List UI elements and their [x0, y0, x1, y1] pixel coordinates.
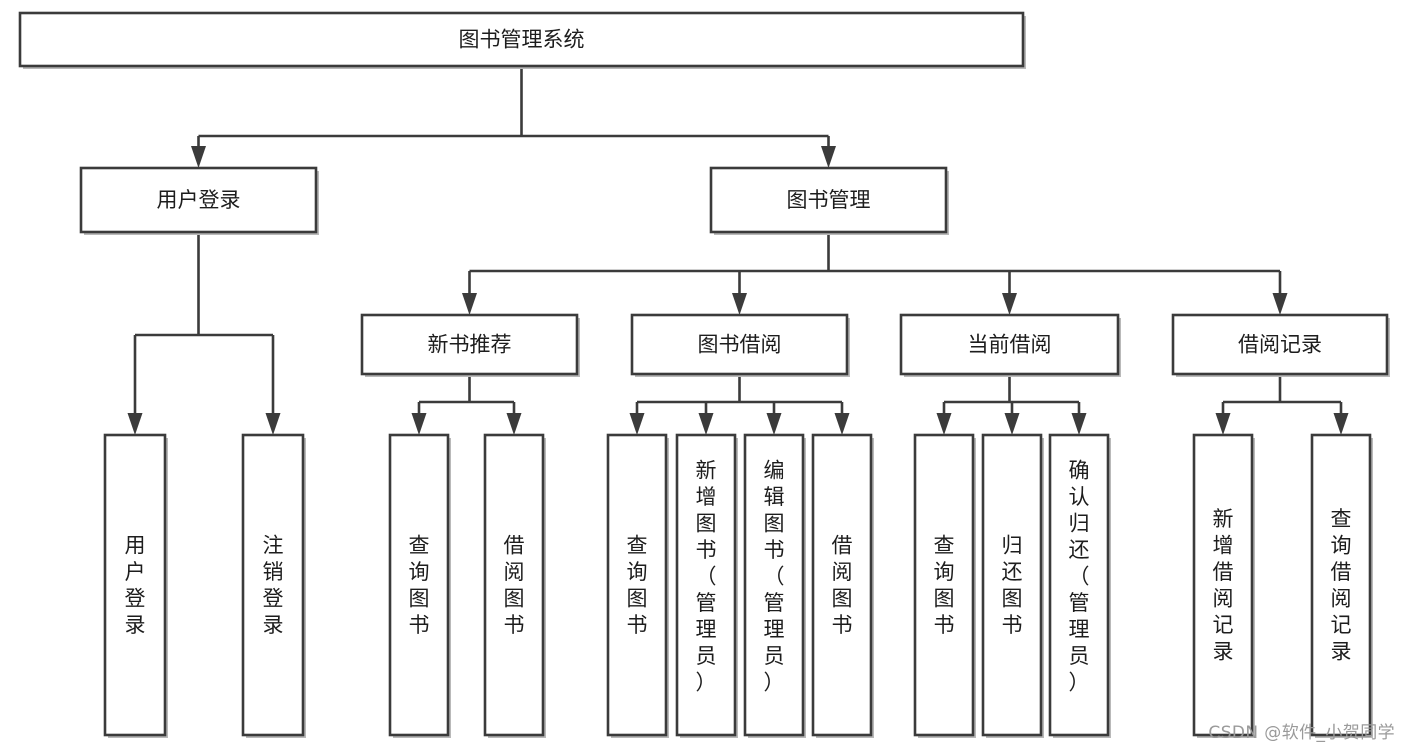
node-box — [79, 166, 318, 234]
node-label: 归还图书 — [1002, 534, 1023, 638]
arrow-head-icon — [766, 413, 782, 435]
diagram-node[interactable]: 图书借阅 — [630, 313, 850, 377]
node-label: 用户登录 — [125, 534, 146, 638]
arrow-head-icon — [1002, 293, 1017, 315]
node-box — [899, 313, 1120, 376]
diagram-node[interactable]: 查询图书 — [388, 433, 451, 738]
arrow-head-icon — [127, 413, 143, 435]
arrow-head-icon — [1004, 413, 1020, 435]
node-label: 注销登录 — [263, 534, 284, 638]
node-label: 借阅图书 — [504, 534, 525, 638]
node-label: 图书管理 — [787, 188, 871, 212]
arrow-head-icon — [506, 413, 522, 435]
diagram-node[interactable]: 新书推荐 — [360, 313, 580, 377]
node-box — [675, 433, 737, 737]
diagram-node[interactable]: 用户登录 — [79, 166, 319, 235]
node-label: 查询图书 — [627, 534, 648, 638]
node-label: 当前借阅 — [968, 333, 1052, 357]
arrow-head-icon — [265, 413, 281, 435]
node-box — [1048, 433, 1110, 737]
node-box — [1171, 313, 1389, 376]
node-label: 用户登录 — [157, 188, 241, 212]
connector-layer — [127, 66, 1349, 435]
arrow-head-icon — [1272, 293, 1288, 315]
node-label: 查询图书 — [934, 534, 955, 638]
arrow-head-icon — [462, 293, 477, 315]
diagram-node[interactable]: 图书管理 — [709, 166, 949, 235]
arrow-head-icon — [936, 413, 952, 435]
node-box — [1310, 433, 1372, 737]
arrow-head-icon — [411, 413, 427, 435]
diagram-node[interactable]: 编辑图书（管理员） — [743, 433, 806, 738]
node-label: 图书借阅 — [698, 333, 782, 357]
diagram-node[interactable]: 新增图书（管理员） — [675, 433, 738, 738]
node-box — [913, 433, 975, 737]
diagram-node[interactable]: 当前借阅 — [899, 313, 1121, 377]
arrow-head-icon — [1333, 413, 1349, 435]
node-label: 查询借阅记录 — [1331, 507, 1352, 664]
node-label: 图书管理系统 — [459, 28, 585, 52]
node-label: 新书推荐 — [428, 333, 512, 357]
diagram-node[interactable]: 借阅图书 — [483, 433, 546, 738]
diagram-node[interactable]: 确认归还（管理员） — [1048, 433, 1111, 738]
node-box — [18, 11, 1025, 68]
arrow-head-icon — [821, 146, 836, 168]
node-box — [606, 433, 668, 737]
node-label: 确认归还（管理员） — [1069, 459, 1090, 695]
node-box — [709, 166, 948, 234]
diagram-node[interactable]: 归还图书 — [981, 433, 1044, 738]
node-label: 编辑图书（管理员） — [764, 459, 785, 695]
diagram-node[interactable]: 新增借阅记录 — [1192, 433, 1255, 738]
diagram-node[interactable]: 查询借阅记录 — [1310, 433, 1373, 738]
node-box — [630, 313, 849, 376]
arrow-head-icon — [732, 293, 747, 315]
node-box — [103, 433, 167, 737]
node-box — [1192, 433, 1254, 737]
node-box — [360, 313, 579, 376]
diagram-node[interactable]: 借阅记录 — [1171, 313, 1390, 377]
node-box — [241, 433, 305, 737]
arrow-head-icon — [191, 146, 206, 168]
diagram-node[interactable]: 用户登录 — [103, 433, 168, 738]
diagram-node[interactable]: 查询图书 — [606, 433, 669, 738]
node-box — [483, 433, 545, 737]
arrow-head-icon — [629, 413, 645, 435]
node-label: 新增借阅记录 — [1213, 507, 1234, 664]
arrow-head-icon — [698, 413, 714, 435]
arrow-head-icon — [1215, 413, 1231, 435]
node-box — [981, 433, 1043, 737]
node-box — [743, 433, 805, 737]
arrow-head-icon — [1071, 413, 1087, 435]
node-box — [811, 433, 873, 737]
diagram-node[interactable]: 查询图书 — [913, 433, 976, 738]
node-label: 借阅图书 — [832, 534, 853, 638]
node-label: 借阅记录 — [1238, 333, 1322, 357]
node-layer: 图书管理系统用户登录图书管理新书推荐图书借阅当前借阅借阅记录用户登录注销登录查询… — [18, 11, 1390, 738]
node-label: 查询图书 — [409, 534, 430, 638]
diagram-node[interactable]: 图书管理系统 — [18, 11, 1026, 69]
watermark-label: CSDN @软件_小贺同学 — [1208, 723, 1395, 743]
arrow-head-icon — [834, 413, 850, 435]
node-box — [388, 433, 450, 737]
node-label: 新增图书（管理员） — [696, 459, 717, 695]
diagram-node[interactable]: 注销登录 — [241, 433, 306, 738]
diagram-node[interactable]: 借阅图书 — [811, 433, 874, 738]
